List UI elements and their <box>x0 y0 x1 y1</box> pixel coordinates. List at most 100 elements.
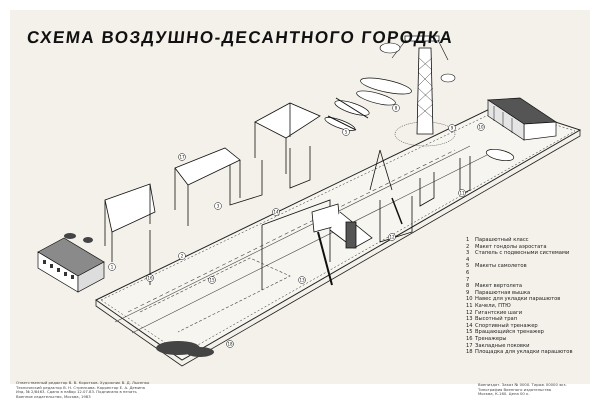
callout-10: 10 <box>477 123 485 131</box>
imprint-line: Военное издательство, Москва, 1983 <box>16 393 91 399</box>
aircraft-mockups <box>324 77 412 131</box>
callout-12: 12 <box>388 233 396 241</box>
legend-item-number: 7 <box>466 276 470 283</box>
parachute-tower <box>379 35 456 147</box>
legend-item: 3 Стапель с подвесными системами <box>466 250 586 257</box>
svg-text:11: 11 <box>459 191 465 196</box>
legend-item-number: 6 <box>466 269 470 276</box>
svg-text:5: 5 <box>345 130 348 135</box>
legend-item-number: 10 <box>466 296 473 303</box>
legend-item: 1 Парашютный класс <box>466 237 586 244</box>
gantry-trainer <box>149 196 413 290</box>
imprint-line: Типография Военного издательства <box>478 386 552 392</box>
imprint-line: Изд. № 2/8463. Сдано в набор 12.07.83. П… <box>16 389 137 395</box>
svg-text:1: 1 <box>111 265 114 270</box>
legend-item-number: 9 <box>466 289 470 296</box>
callout-3: 3 <box>214 202 222 210</box>
legend-item-label: Стапель с подвесными системами <box>475 250 570 257</box>
svg-text:12: 12 <box>389 235 395 240</box>
callout-8: 8 <box>392 104 400 112</box>
imprint-left: Ответственный редактор В. В. Коротков. Х… <box>16 380 150 399</box>
svg-text:14: 14 <box>273 210 279 215</box>
legend-item-number: 14 <box>466 322 473 329</box>
legend-item-label: Вращающийся тренажер <box>475 329 544 336</box>
legend-item-label: Высотный трап <box>475 316 518 323</box>
shrubbery <box>64 233 214 357</box>
callout-17: 17 <box>178 153 186 161</box>
legend-item-number: 1 <box>466 237 470 243</box>
legend-item: 4 <box>466 257 586 264</box>
imprint-line: Технический редактор В. Н. Стрелкова. Ко… <box>16 384 145 390</box>
legend-item-label: Макет вертолета <box>475 283 523 290</box>
legend-list: 1 Парашютный класс 2 Макет гондолы аэростат… <box>466 237 586 356</box>
callout-18: 18 <box>226 340 234 348</box>
legend-item: 2 Макет гондолы аэростата <box>466 244 586 251</box>
callout-markers: 1 2 3 5 8 9 10 11 12 13 14 15 16 17 18 <box>108 104 485 348</box>
legend-item-number: 8 <box>466 283 470 290</box>
svg-text:13: 13 <box>299 278 305 283</box>
legend-item-number: 15 <box>466 329 473 336</box>
legend-item-label: Навес для укладки парашютов <box>475 296 561 303</box>
callout-13: 13 <box>298 276 306 284</box>
callout-15: 15 <box>208 276 216 284</box>
svg-text:18: 18 <box>227 342 233 347</box>
legend-item-label: Макеты самолетов <box>475 263 527 270</box>
callout-1: 1 <box>108 263 116 271</box>
packing-shed <box>486 97 558 141</box>
legend-item-label: Закладные поковки <box>475 342 530 349</box>
legend-item-number: 17 <box>466 342 473 349</box>
legend-item: 6 <box>466 270 586 277</box>
poster-title: СХЕМА ВОЗДУШНО-ДЕСАНТНОГО ГОРОДКА <box>26 28 455 47</box>
legend-item-number: 3 <box>466 250 470 257</box>
callout-5: 5 <box>342 128 350 136</box>
legend-item: 5 Макеты самолетов <box>466 263 586 270</box>
legend-item-number: 2 <box>466 243 470 250</box>
boat-mockup <box>485 148 515 162</box>
legend-item-number: 16 <box>466 335 473 342</box>
svg-text:15: 15 <box>209 278 215 283</box>
legend-item-label: Тренажеры <box>475 335 507 342</box>
imprint-line: Ответственный редактор В. В. Коротков. Х… <box>16 380 150 385</box>
svg-text:17: 17 <box>179 155 185 160</box>
legend-item-label: Качели, ПТЮ <box>475 302 511 309</box>
legend-item-number: 11 <box>466 302 473 309</box>
legend-item-number: 18 <box>466 349 473 356</box>
callout-16: 16 <box>146 274 154 282</box>
svg-text:8: 8 <box>395 106 398 111</box>
svg-text:3: 3 <box>217 204 220 209</box>
svg-text:2: 2 <box>181 254 184 259</box>
legend-item: 8 Макет вертолета <box>466 283 586 290</box>
callout-2: 2 <box>178 252 186 260</box>
poster-sheet <box>10 10 590 384</box>
svg-text:10: 10 <box>478 125 484 130</box>
callout-14: 14 <box>272 208 280 216</box>
imprint-line: Москва, К-160. Цена 00 к. <box>478 391 530 397</box>
legend-item: 7 <box>466 277 586 284</box>
legend-item-label: Парашютный класс <box>475 237 529 243</box>
imprint-line: Воениздат. Заказ № 0000. Тираж 00000 экз… <box>478 382 567 387</box>
legend-item-number: 5 <box>466 263 470 270</box>
legend-item-number: 12 <box>466 309 473 316</box>
svg-text:16: 16 <box>147 276 153 281</box>
legend-item-label: Макет гондолы аэростата <box>475 243 547 250</box>
parachute-class-building <box>37 237 105 293</box>
callout-9: 9 <box>448 124 456 132</box>
legend-item-label: Спортивный тренажер <box>475 322 538 329</box>
imprint-right: Воениздат. Заказ № 0000. Тираж 00000 экз… <box>478 382 567 397</box>
legend-item-number: 4 <box>466 256 470 263</box>
callout-11: 11 <box>458 189 466 197</box>
legend-item-label: Площадка для укладки парашютов <box>475 349 573 356</box>
legend-item-number: 13 <box>466 316 473 323</box>
track-paths <box>114 145 488 334</box>
swing-frames <box>104 102 471 262</box>
